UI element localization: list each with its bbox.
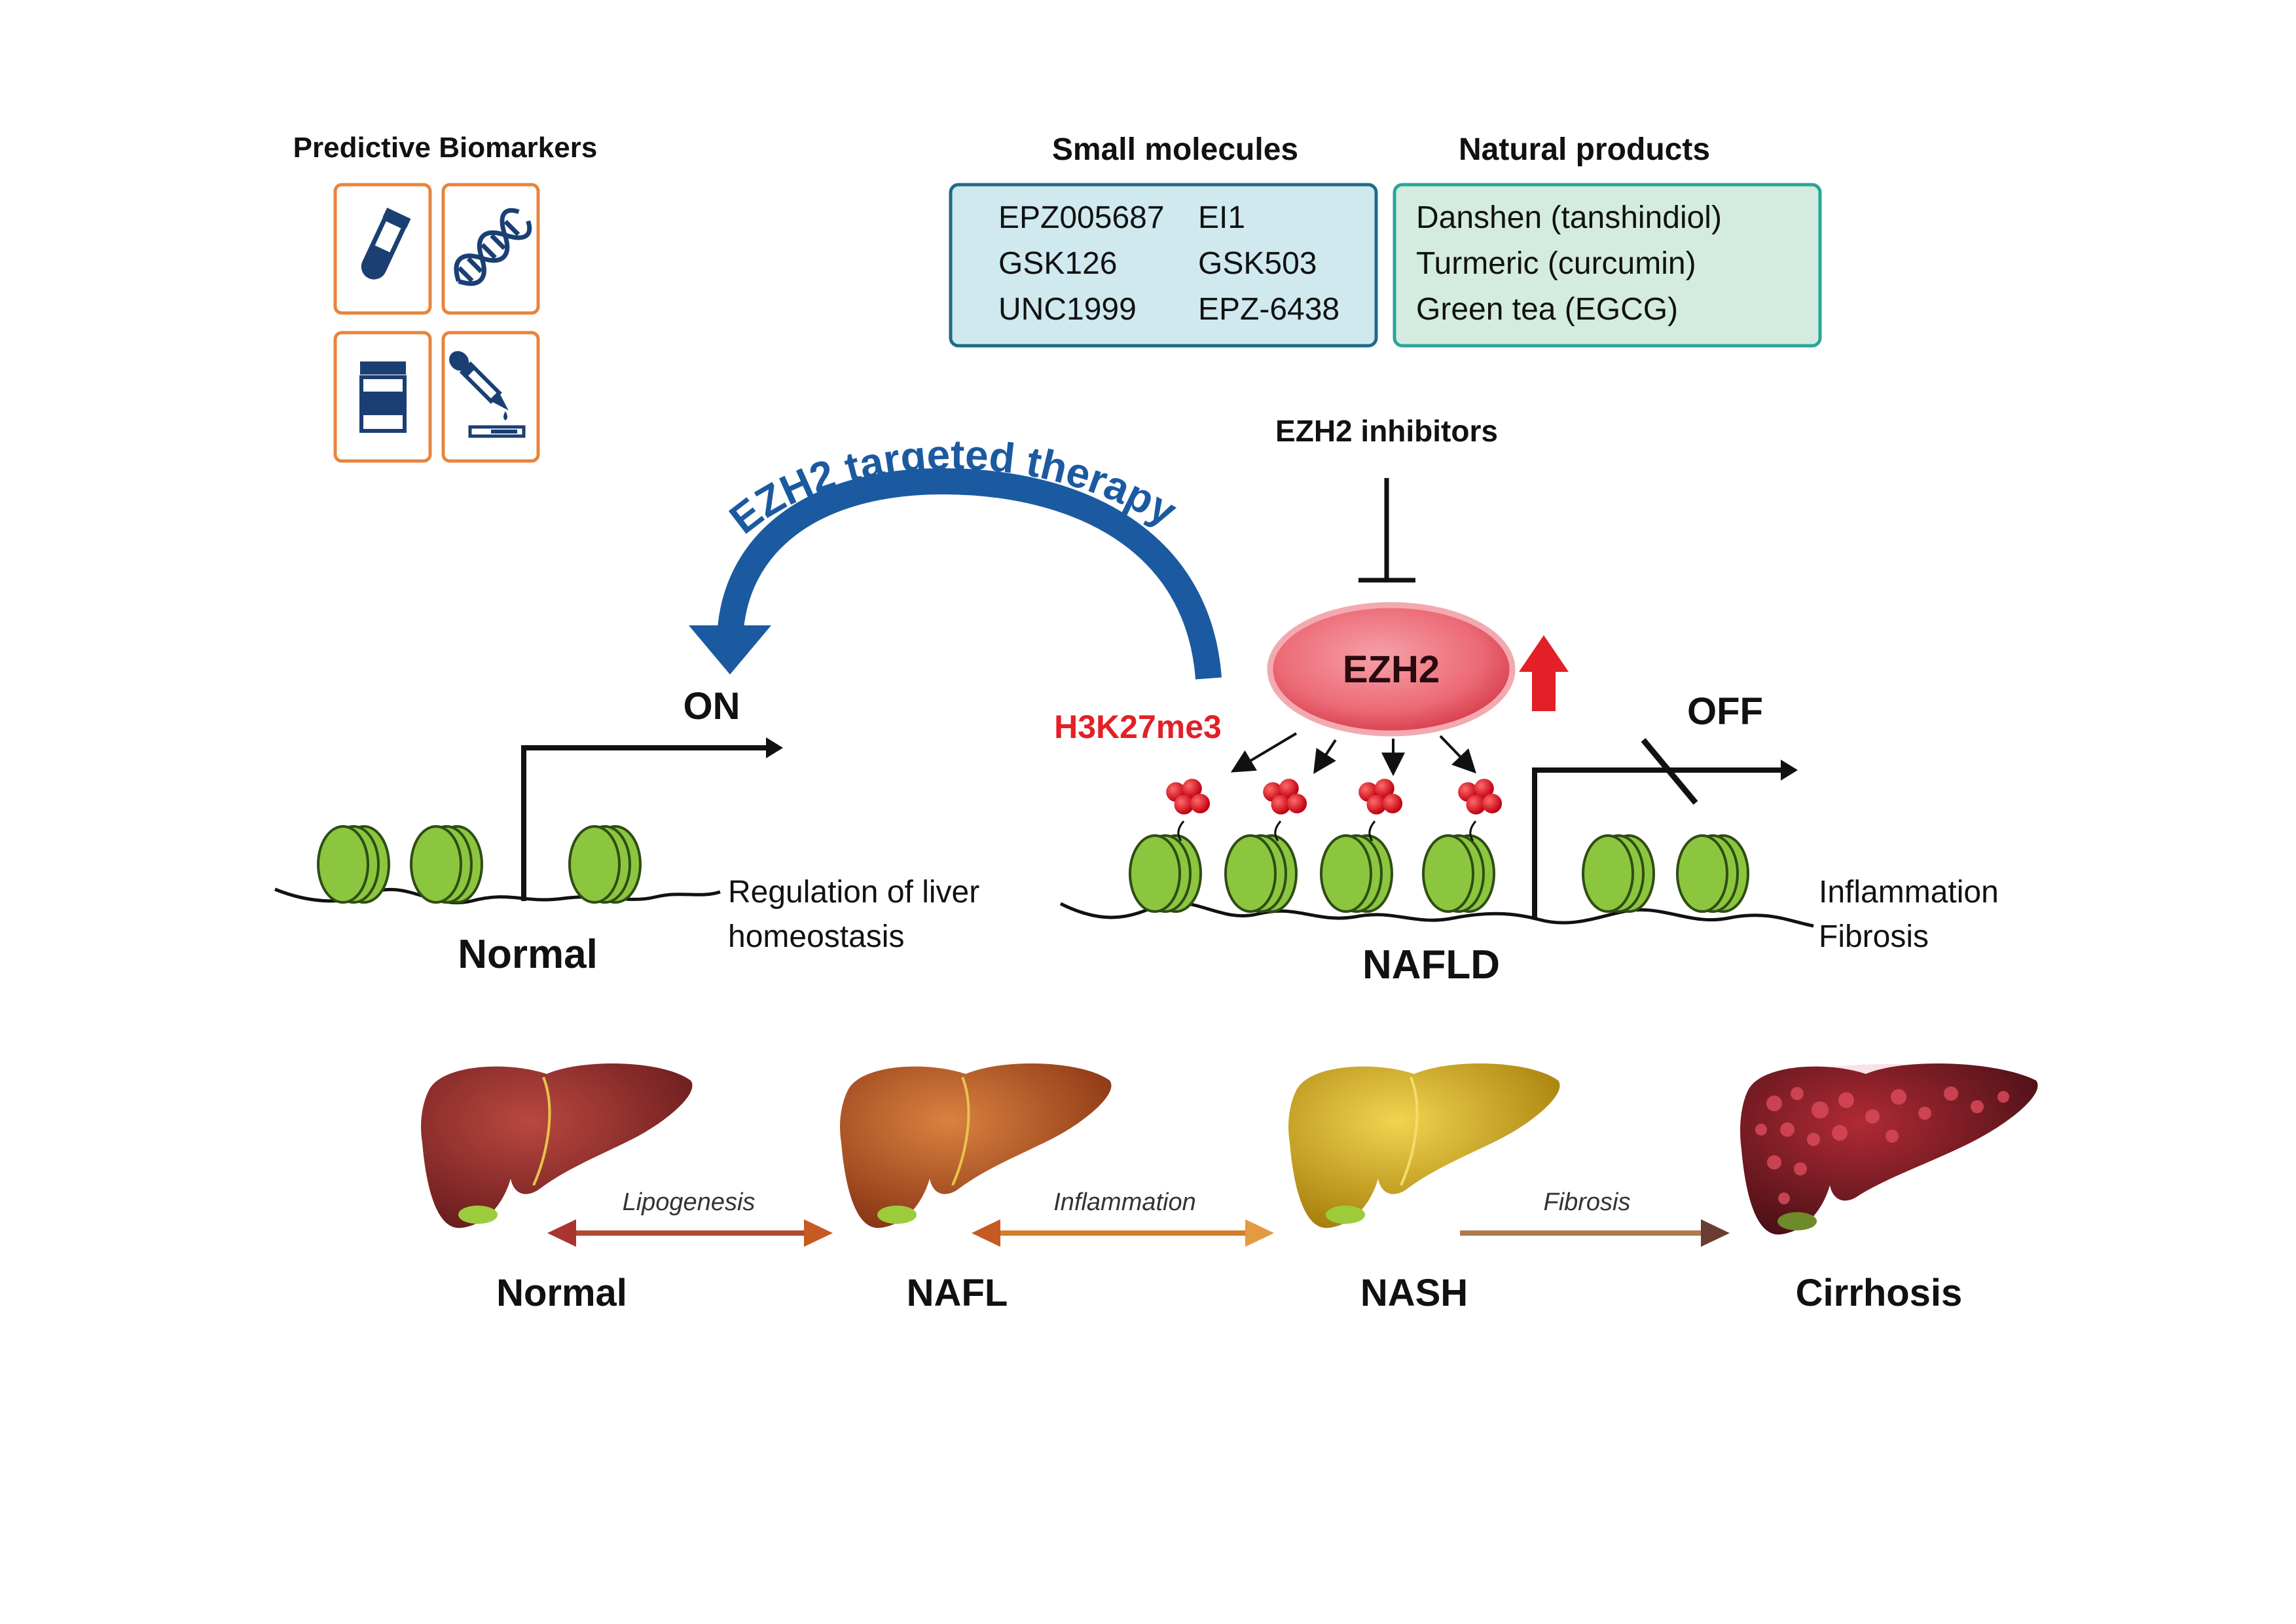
normal-chromatin-label: Normal: [458, 932, 598, 977]
liver-nash: [1288, 1063, 1560, 1228]
small-molecules-title: Small molecules: [1052, 132, 1298, 167]
pipette-icon: [449, 351, 526, 438]
nucleosome: [1224, 834, 1298, 913]
transition-label: Fibrosis: [1543, 1189, 1630, 1216]
natural-product-item: Green tea (EGCG): [1416, 292, 1678, 327]
transition-label: Inflammation: [1053, 1189, 1196, 1216]
h3k27me3-mark: [1458, 779, 1503, 815]
stage-label: NAFL: [907, 1272, 1008, 1314]
nucleosome: [1582, 834, 1655, 913]
h3k27me3-label: H3K27me3: [1054, 709, 1222, 745]
nafld-chromatin-label: NAFLD: [1362, 942, 1500, 987]
nafld-chromatin: OFF NAFLD Inflammation Fibrosis: [1059, 690, 1999, 987]
stage-label: NASH: [1360, 1272, 1468, 1314]
predictive-biomarkers-panel: Predictive Biomarkers: [293, 132, 598, 463]
liver-normal: [421, 1063, 693, 1228]
h3k27me3-mark: [1358, 779, 1403, 815]
blood-tube-icon: [361, 208, 411, 280]
ezh2-enzyme: EZH2: [1267, 602, 1516, 737]
upregulation-arrow-icon: [1519, 635, 1569, 711]
specimen-jar-icon: [359, 361, 407, 433]
normal-chromatin: ON Normal Regulation of liver homeostasi…: [274, 685, 979, 977]
biomarker-tile-dna: [441, 183, 540, 315]
biomarkers-title: Predictive Biomarkers: [293, 132, 598, 164]
arrow-inflammation: [972, 1219, 1274, 1247]
active-promoter-arrow: [521, 737, 783, 901]
small-molecules-panel: Small molecules EPZ005687 EI1 GSK126 GSK…: [949, 132, 1378, 348]
small-molecule-item: EPZ-6438: [1198, 292, 1339, 327]
nucleosome: [1676, 834, 1749, 913]
nucleosome: [317, 825, 390, 904]
nucleosome: [410, 825, 483, 904]
small-molecule-item: EI1: [1198, 200, 1245, 235]
dna-icon: [454, 208, 532, 286]
arrow-fibrosis: [1460, 1219, 1730, 1247]
small-molecule-item: GSK503: [1198, 246, 1317, 281]
nucleosome: [1320, 834, 1393, 913]
stage-label: Normal: [496, 1272, 627, 1314]
arrow-lipogenesis: [547, 1219, 833, 1247]
natural-products-panel: Natural products Danshen (tanshindiol) T…: [1393, 132, 1822, 348]
natural-product-item: Danshen (tanshindiol): [1416, 200, 1722, 235]
off-label: OFF: [1687, 690, 1763, 733]
methyl-mark-tethers: [1177, 821, 1477, 841]
inhibition-bar-icon: [1358, 478, 1415, 583]
normal-outcome-line1: Regulation of liver: [728, 875, 979, 910]
liver-nafl: [840, 1063, 1112, 1228]
on-label: ON: [683, 685, 740, 728]
methylation-arrows: [1230, 732, 1476, 777]
h3k27me3-mark: [1166, 779, 1211, 815]
ezh2-inhibitors-label: EZH2 inhibitors: [1275, 414, 1498, 448]
nafld-outcome-line2: Fibrosis: [1819, 919, 1929, 954]
stage-label: Cirrhosis: [1796, 1272, 1963, 1314]
small-molecule-item: GSK126: [998, 246, 1117, 281]
normal-outcome-line2: homeostasis: [728, 919, 904, 954]
small-molecule-item: UNC1999: [998, 292, 1137, 327]
nucleosome: [1129, 834, 1202, 913]
h3k27me3-mark: [1263, 779, 1307, 815]
small-molecule-item: EPZ005687: [998, 200, 1165, 235]
nucleosome: [1422, 834, 1495, 913]
nucleosome: [568, 825, 642, 904]
natural-products-title: Natural products: [1459, 132, 1710, 167]
small-molecules-box: [949, 183, 1378, 348]
silenced-promoter-arrow: [1532, 738, 1798, 919]
transition-label: Lipogenesis: [623, 1189, 756, 1216]
liver-cirrhosis: [1740, 1063, 2038, 1235]
liver-progression: Lipogenesis Inflammation Fibrosis Normal…: [421, 1063, 2038, 1314]
nafld-outcome-line1: Inflammation: [1819, 875, 1999, 910]
therapy-curved-arrow: [689, 468, 1222, 680]
ezh2-label: EZH2: [1343, 648, 1440, 691]
natural-product-item: Turmeric (curcumin): [1416, 246, 1696, 281]
natural-products-box: [1393, 183, 1822, 348]
